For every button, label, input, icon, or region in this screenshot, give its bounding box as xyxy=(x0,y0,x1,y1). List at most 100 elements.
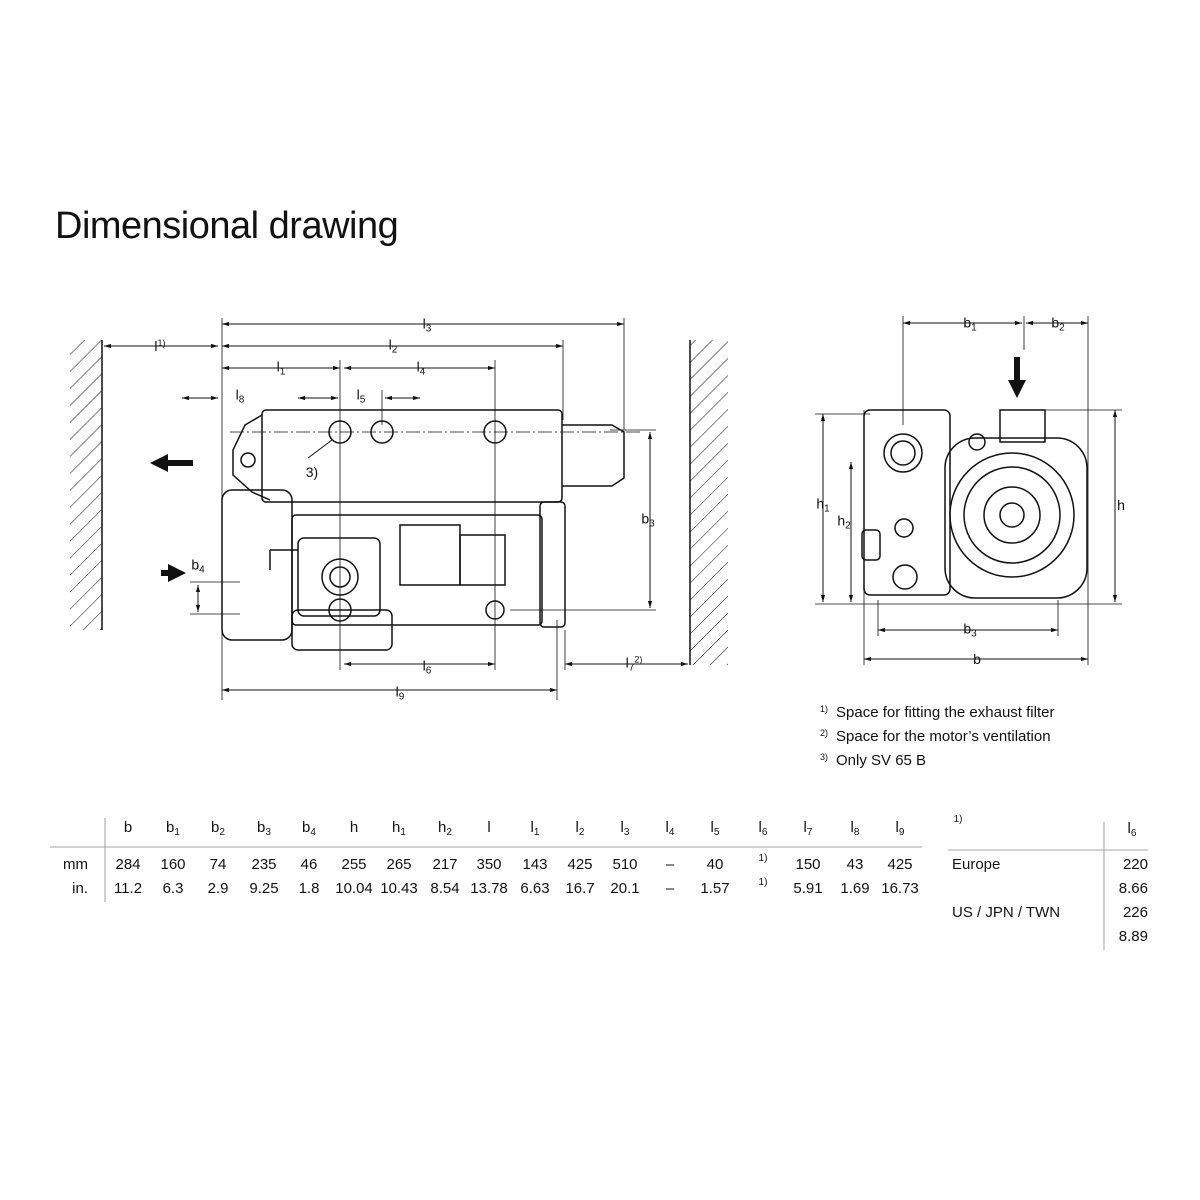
table-cell: 255 xyxy=(341,856,367,873)
table-header: b1 xyxy=(166,819,180,838)
table-cell: 217 xyxy=(432,856,458,873)
dim-label-b4: b4 xyxy=(191,556,205,576)
front-dim-label-h1: h1 xyxy=(816,495,830,515)
table-cell: 1.57 xyxy=(700,880,730,897)
table-cell: 143 xyxy=(522,856,548,873)
table-header: b3 xyxy=(257,819,271,838)
table-header: l2 xyxy=(575,819,585,838)
flow-arrows xyxy=(150,357,1026,582)
table-cell: 1.69 xyxy=(840,880,870,897)
table-cell: 1) xyxy=(758,877,768,888)
row-unit: mm xyxy=(63,856,88,873)
table-cell: 6.3 xyxy=(162,880,184,897)
front-view-extension-lines xyxy=(815,316,1122,665)
table-header: l5 xyxy=(710,819,720,838)
table-cell: 160 xyxy=(160,856,186,873)
right-wall xyxy=(689,340,728,665)
front-dim-label-h: h xyxy=(1117,497,1125,513)
footnote: 3)Only SV 65 B xyxy=(820,752,927,769)
region-label: Europe xyxy=(952,856,1001,873)
table-header: l7 xyxy=(803,819,813,838)
dim-label-l6: l6 xyxy=(422,657,432,677)
side-view-dimensions xyxy=(104,321,688,693)
dim-label-b3: b3 xyxy=(641,510,655,530)
table-header: h xyxy=(349,819,359,836)
front-dim-label-h2: h2 xyxy=(837,512,851,532)
front-dim-label-b2: b2 xyxy=(1051,314,1065,334)
front-dim-label-b3: b3 xyxy=(963,620,977,640)
table-cell: 9.25 xyxy=(249,880,279,897)
table-header: b2 xyxy=(211,819,225,838)
dim-label-l5: l5 xyxy=(356,386,366,406)
dim-label-l: l1) xyxy=(154,338,166,354)
table-header: l xyxy=(487,819,491,836)
dim-label-l1: l1 xyxy=(276,358,286,378)
dim-label-note3: 3) xyxy=(305,464,319,480)
table-cell: 46 xyxy=(300,856,318,873)
table-lines xyxy=(50,818,1148,950)
l6-in: 8.66 xyxy=(1118,880,1148,897)
exhaust-arrow-icon xyxy=(150,454,193,472)
table-cell: 10.04 xyxy=(335,880,373,897)
table-cell: 40 xyxy=(706,856,724,873)
table-header: h1 xyxy=(392,819,406,838)
dim-label-l9: l9 xyxy=(395,683,405,703)
table-cell: 16.7 xyxy=(565,880,595,897)
region-label: US / JPN / TWN xyxy=(952,904,1061,921)
table-header: l8 xyxy=(850,819,860,838)
table-cell: 150 xyxy=(795,856,821,873)
dim-label-l8: l8 xyxy=(235,386,245,406)
table-cell: 235 xyxy=(251,856,277,873)
pump-side-view xyxy=(221,409,625,651)
table-cell: 350 xyxy=(476,856,502,873)
table-cell: 425 xyxy=(887,856,913,873)
table-cell: 6.63 xyxy=(520,880,550,897)
table-cell: – xyxy=(665,880,675,897)
table-cell: 16.73 xyxy=(881,880,919,897)
table-header: b4 xyxy=(302,819,316,838)
table-header: l4 xyxy=(665,819,675,838)
inlet-arrow-down-icon xyxy=(1008,357,1026,398)
table-cell: 43 xyxy=(846,856,864,873)
table-cell: 13.78 xyxy=(470,880,508,897)
pump-front-view xyxy=(861,409,1088,599)
footnote-mark: 1) xyxy=(953,814,963,825)
page-title: Dimensional drawing xyxy=(55,205,399,247)
table-cell: 5.91 xyxy=(793,880,823,897)
table-cell: 265 xyxy=(386,856,412,873)
l6-mm: 220 xyxy=(1122,856,1148,873)
front-view-dimensions xyxy=(820,320,1118,662)
dim-label-l3: l3 xyxy=(422,315,432,335)
table-cell: 20.1 xyxy=(610,880,640,897)
table-header: h2 xyxy=(438,819,452,838)
table-header: b xyxy=(123,819,133,836)
table-cell: 1) xyxy=(758,853,768,864)
table-header: l9 xyxy=(895,819,905,838)
dim-label-l4: l4 xyxy=(416,358,426,378)
table-header: l1 xyxy=(530,819,540,838)
row-unit: in. xyxy=(72,880,88,897)
table-cell: – xyxy=(665,856,675,873)
table-header: l3 xyxy=(620,819,630,838)
front-dim-label-b1: b1 xyxy=(963,314,977,334)
front-dim-label-b: b xyxy=(973,651,981,667)
table-cell: 425 xyxy=(567,856,593,873)
table-cell: 74 xyxy=(209,856,227,873)
table-cell: 8.54 xyxy=(430,880,460,897)
footnote: 1)Space for fitting the exhaust filter xyxy=(820,704,1055,721)
table-cell: 1.8 xyxy=(298,880,320,897)
inlet-arrow-icon xyxy=(161,564,186,582)
dim-label-l7: l72) xyxy=(625,654,643,674)
dim-label-l2: l2 xyxy=(388,336,398,356)
table-cell: 2.9 xyxy=(207,880,229,897)
table-cell: 11.2 xyxy=(113,880,143,897)
l6-header: l6 xyxy=(1127,820,1137,839)
table-cell: 510 xyxy=(612,856,638,873)
footnote: 2)Space for the motor’s ventilation xyxy=(820,728,1051,745)
l6-in: 8.89 xyxy=(1118,928,1148,945)
left-wall xyxy=(70,340,103,630)
table-cell: 10.43 xyxy=(380,880,418,897)
table-header: l6 xyxy=(758,819,768,838)
